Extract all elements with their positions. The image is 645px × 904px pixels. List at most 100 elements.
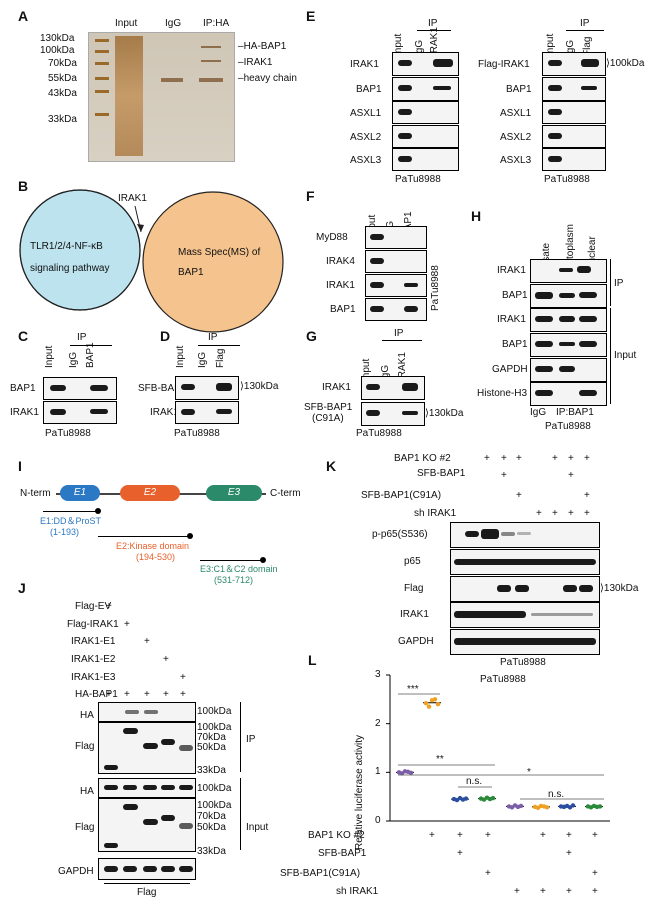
c-ip: IP [77,332,87,343]
a-lane-ipha: IP:HA [203,18,230,29]
k-cond-1: SFB-BAP1 [417,468,466,479]
k-row-1: p65 [404,556,421,567]
k-cond-0: BAP1 KO #2 [394,453,451,464]
i-e2-range: (194-530) [136,552,176,562]
e2-blot-1 [542,77,606,101]
k-plus-r1-2: + [501,470,507,481]
j-row-ha-ip: HA [80,710,94,721]
h-blot-ip0 [530,259,607,283]
k-plus-r0-7: + [584,453,590,464]
h-blot-in1 [530,333,607,357]
h-ip-row-1: BAP1 [502,290,528,301]
h-in-row-2: GAPDH [492,364,528,375]
j-input: Input [246,822,269,833]
panel-label-a: A [18,8,29,24]
l-sig-2: n.s. [466,776,483,787]
f-row-0: MyD88 [316,232,348,243]
l-point [408,770,414,776]
e1-row-4: ASXL3 [350,155,382,166]
i-e1-range: (1-193) [50,527,80,537]
h-blot-ip1 [530,284,607,308]
e1-ip: IP [428,18,438,29]
e1-row-3: ASXL2 [350,132,382,143]
j-plus-5e: + [180,689,186,700]
l-point [518,803,524,809]
c-cell: PaTu8988 [45,428,91,439]
a-marker-43: 43kDa [48,88,77,99]
l-ytick-3: 3 [375,669,381,680]
h-input: Input [614,350,637,361]
panel-label-j: J [18,580,26,596]
venn-left-label: TLR1/2/4-NF-κB signaling pathway [30,241,110,274]
i-domain-e3: E3 [206,485,262,501]
k-plus-r3-4: + [536,508,542,519]
g-ip: IP [394,328,404,339]
k-plus-r3-7: + [584,508,590,519]
l-plus-r0-3: + [485,830,491,841]
l-plus-r0-2: + [457,830,463,841]
l-plus-r1-6: + [566,848,572,859]
d-blot-irak1 [175,401,239,424]
i-cterm: C-term [270,488,301,499]
j-row-gapdh: GAPDH [58,866,94,877]
g-row-1: SFB-BAP1 [304,402,353,413]
a-gel [88,32,235,162]
l-point [435,702,441,707]
panel-label-c: C [18,328,29,344]
g-row-2: (C91A) [312,413,344,424]
e2-blot-2 [542,101,606,124]
j-cond-1: Flag-IRAK1 [67,619,119,630]
l-point [463,796,469,801]
j-cond-5: HA-BAP1 [75,689,118,700]
a-marker-70: 70kDa [48,58,77,69]
c-blot-irak1 [43,401,117,424]
a-marker-130: 130kDa [40,33,75,44]
j-cond-0: Flag-EV [75,601,112,612]
a-anno-heavy: –heavy chain [238,73,297,84]
j-row-flag-in: Flag [75,822,95,833]
h-in-row-3: Histone-H3 [477,388,528,399]
h-bottom-ipbap1: IP:BAP1 [556,407,594,418]
e2-blot-4 [542,148,606,171]
j-mk-in-1: 100kDa [197,800,232,811]
j-mk-ip-1: 100kDa [197,722,232,733]
j-plus-4: + [180,672,186,683]
j-mk-ip-2: 70kDa [197,732,226,743]
h-ip: IP [614,278,624,289]
k-blot-flag [450,576,600,602]
j-mk-ip-0: 100kDa [197,706,232,717]
j-plus-5c: + [144,689,150,700]
j-row-ha-in: HA [80,786,94,797]
panel-label-l: L [308,652,317,668]
a-anno-irak1: –IRAK1 [238,57,273,68]
k-row-4: GAPDH [398,636,434,647]
a-anno-habap1: –HA-BAP1 [238,41,287,52]
g-cell: PaTu8988 [356,428,402,439]
k-plus-r2-7: + [584,490,590,501]
l-sig-0: *** [407,684,419,695]
f-row-2: IRAK1 [326,280,355,291]
e2-row-4: ASXL3 [500,155,532,166]
a-lane-input: Input [115,18,138,29]
e1-blot-3 [392,125,459,148]
k-plus-r0-1: + [484,453,490,464]
f-blot-2 [365,274,427,297]
k-plus-r3-5: + [552,508,558,519]
l-point [490,795,496,801]
l-plus-r3-6: + [566,886,572,897]
k-plus-r2-3: + [516,490,522,501]
j-plus-1: + [124,619,130,630]
j-cond-4: IRAK1-E3 [71,672,116,683]
g-blot-1 [361,402,425,426]
l-point [597,804,603,809]
j-row-flag-ip: Flag [75,741,95,752]
k-row-2: Flag [404,583,424,594]
k-blot-p65 [450,549,600,575]
h-blot-in2 [530,358,607,382]
d-row-irak1: IRAK1 [150,407,179,418]
l-cond-0: BAP1 KO #2 [308,830,365,841]
k-plus-r3-6: + [568,508,574,519]
j-cond-3: IRAK1-E2 [71,654,116,665]
e2-row-1: BAP1 [506,84,532,95]
